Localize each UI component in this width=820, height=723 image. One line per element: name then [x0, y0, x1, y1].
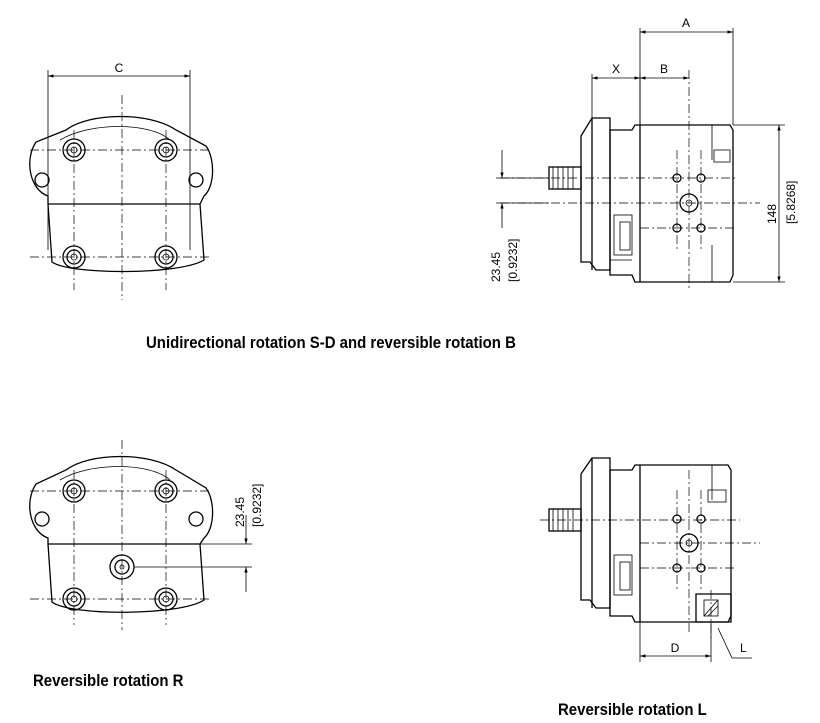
dimension-height-mm: 148 [765, 204, 779, 224]
bolt-icon [62, 587, 86, 611]
bolt-icon [154, 479, 178, 503]
dimension-offset-mm: 23.45 [233, 497, 247, 527]
dimension-d-label: D [671, 641, 680, 655]
dimension-offset-in: [0.9232] [250, 484, 264, 527]
dimension-offset-mm: 23.45 [489, 252, 503, 282]
dimension-a-label: A [682, 16, 690, 30]
caption-top: Unidirectional rotation S-D and reversib… [146, 333, 516, 352]
dimension-offset-in: [0.9232] [506, 239, 520, 282]
dimension-height-in: [5.8268] [784, 181, 798, 224]
bolt-icon [62, 479, 86, 503]
dimension-b-label: B [660, 62, 668, 76]
bolt-icon [154, 587, 178, 611]
caption-bottom-right: Reversible rotation L [558, 700, 707, 719]
bolt-icon [154, 138, 178, 162]
front-view-unidirectional: C [29, 61, 214, 300]
bolt-icon [154, 245, 178, 269]
caption-bottom-left: Reversible rotation R [33, 671, 184, 690]
front-view-reversible-r: 23.45 [0.9232] [29, 440, 264, 630]
bolt-icon [62, 245, 86, 269]
dimension-x-label: X [612, 62, 620, 76]
side-view-unidirectional: A X B 148 [5.8268] 23.45 [0.9232] [489, 16, 798, 290]
side-view-reversible-l: D L [540, 457, 760, 662]
bolt-icon [62, 138, 86, 162]
dimension-c-label: C [115, 61, 124, 75]
dimension-l-label: L [740, 641, 747, 655]
